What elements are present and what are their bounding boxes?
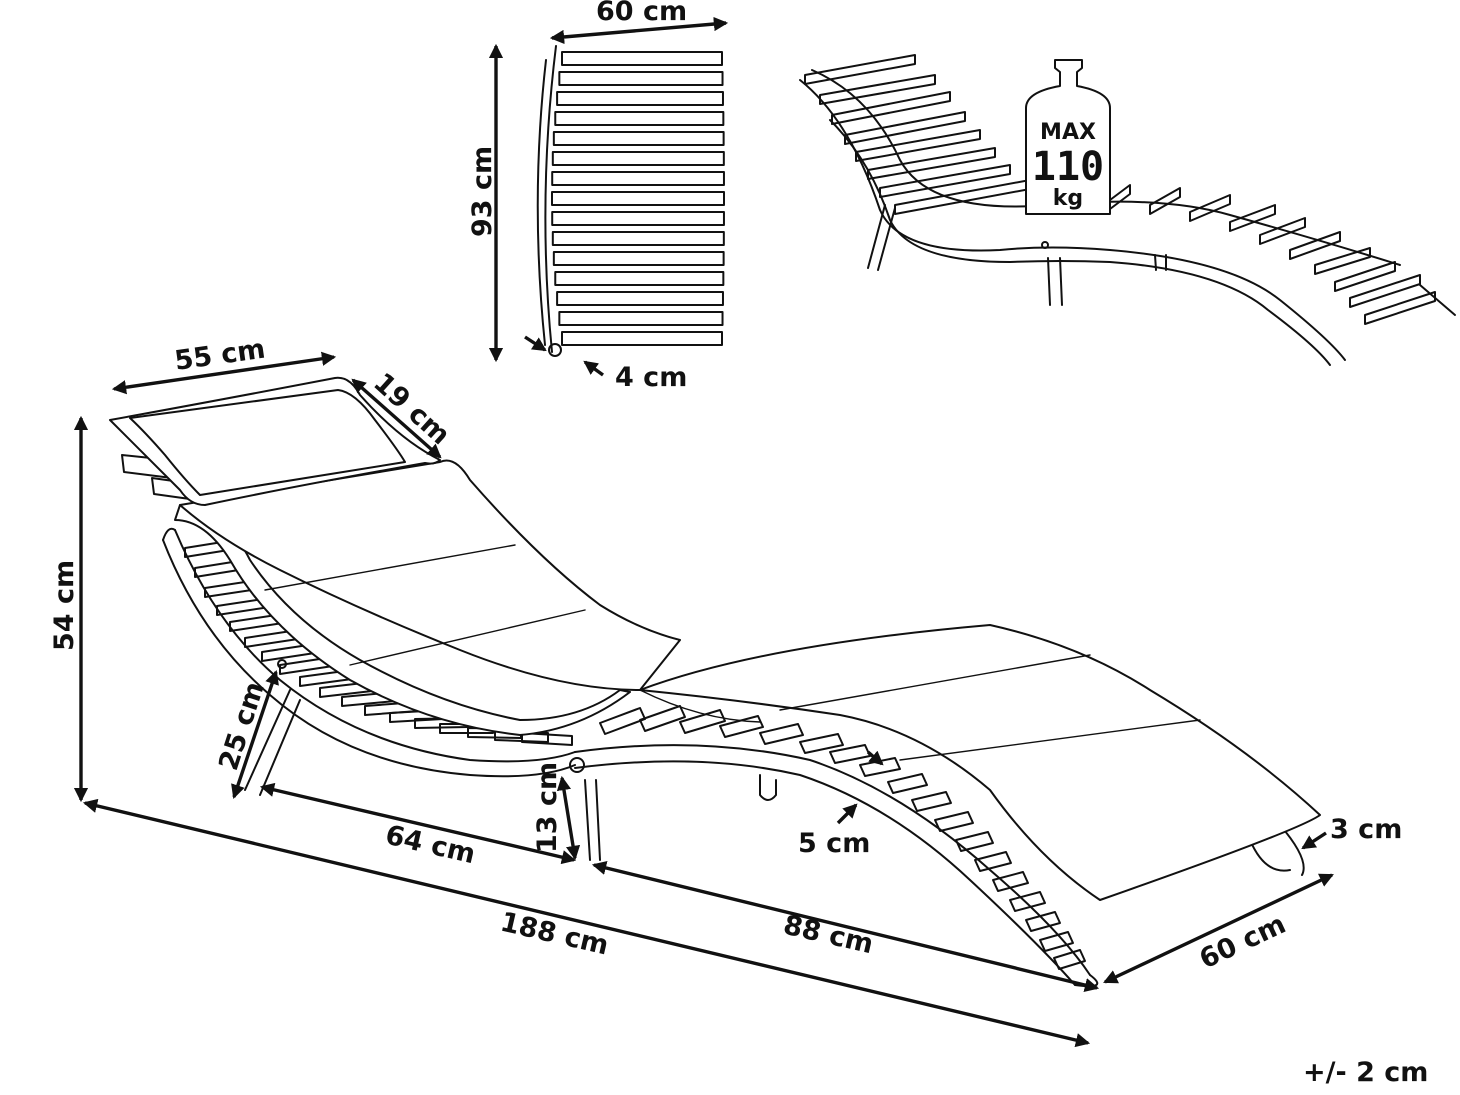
slat — [551, 151, 725, 166]
dimension-arrows — [73, 16, 1334, 1048]
slat — [1349, 274, 1421, 308]
slat — [759, 723, 804, 745]
slat — [955, 831, 994, 852]
slat — [558, 311, 724, 326]
slat — [551, 211, 725, 226]
slat — [829, 744, 871, 764]
slat — [879, 164, 1011, 198]
slat — [867, 147, 996, 180]
slat — [552, 251, 725, 266]
slat — [804, 54, 916, 85]
folded-lounger — [536, 45, 725, 357]
slat — [887, 773, 928, 794]
slat — [599, 707, 646, 735]
slat — [1229, 204, 1276, 232]
slat — [561, 331, 723, 346]
lounger-main — [109, 376, 1321, 988]
slat — [894, 179, 1031, 215]
slat — [819, 74, 936, 105]
slat — [1025, 911, 1061, 932]
label-frame-thickness: 3 cm — [1330, 814, 1402, 845]
slat — [556, 91, 724, 106]
weight-limit-badge — [1025, 59, 1111, 215]
slat — [552, 131, 725, 146]
slat — [1149, 187, 1181, 215]
slat — [934, 811, 974, 832]
label-front-leg-height: 25 cm — [213, 678, 271, 774]
slat — [992, 871, 1029, 892]
slat — [556, 291, 724, 306]
weight-value: 110 — [1032, 144, 1104, 190]
slat — [1189, 194, 1231, 222]
slat — [639, 705, 686, 732]
slat — [844, 111, 966, 145]
slat — [1053, 949, 1086, 970]
slat — [831, 91, 951, 125]
slat — [558, 71, 724, 86]
slat — [1314, 247, 1371, 275]
slat — [551, 171, 725, 186]
slat — [1364, 291, 1436, 325]
slat — [1259, 217, 1306, 245]
label-front-span: 88 cm — [780, 910, 876, 961]
slat — [1009, 891, 1046, 912]
label-top-thickness: 4 cm — [615, 362, 687, 393]
slat — [561, 51, 723, 66]
slat — [1039, 931, 1074, 952]
slat — [911, 791, 952, 812]
slat — [719, 715, 764, 738]
label-top-width: 60 cm — [596, 0, 687, 27]
slat — [551, 191, 725, 206]
slat — [554, 111, 725, 126]
slat — [554, 271, 725, 286]
label-slat-gap: 5 cm — [798, 828, 870, 859]
label-top-length: 93 cm — [467, 146, 498, 237]
slat — [855, 129, 981, 162]
slat — [1109, 184, 1131, 210]
weight-unit: kg — [1053, 186, 1083, 211]
slat — [799, 733, 844, 754]
label-tolerance: +/- 2 cm — [1303, 1057, 1428, 1088]
weight-prefix: MAX — [1040, 120, 1096, 145]
label-height: 54 cm — [49, 560, 80, 651]
lounger-perspective — [799, 54, 1456, 366]
slat — [1334, 261, 1396, 292]
slat — [521, 732, 573, 746]
slat — [1289, 231, 1341, 260]
slat — [551, 231, 725, 246]
label-mid-leg-height: 13 cm — [532, 762, 563, 853]
